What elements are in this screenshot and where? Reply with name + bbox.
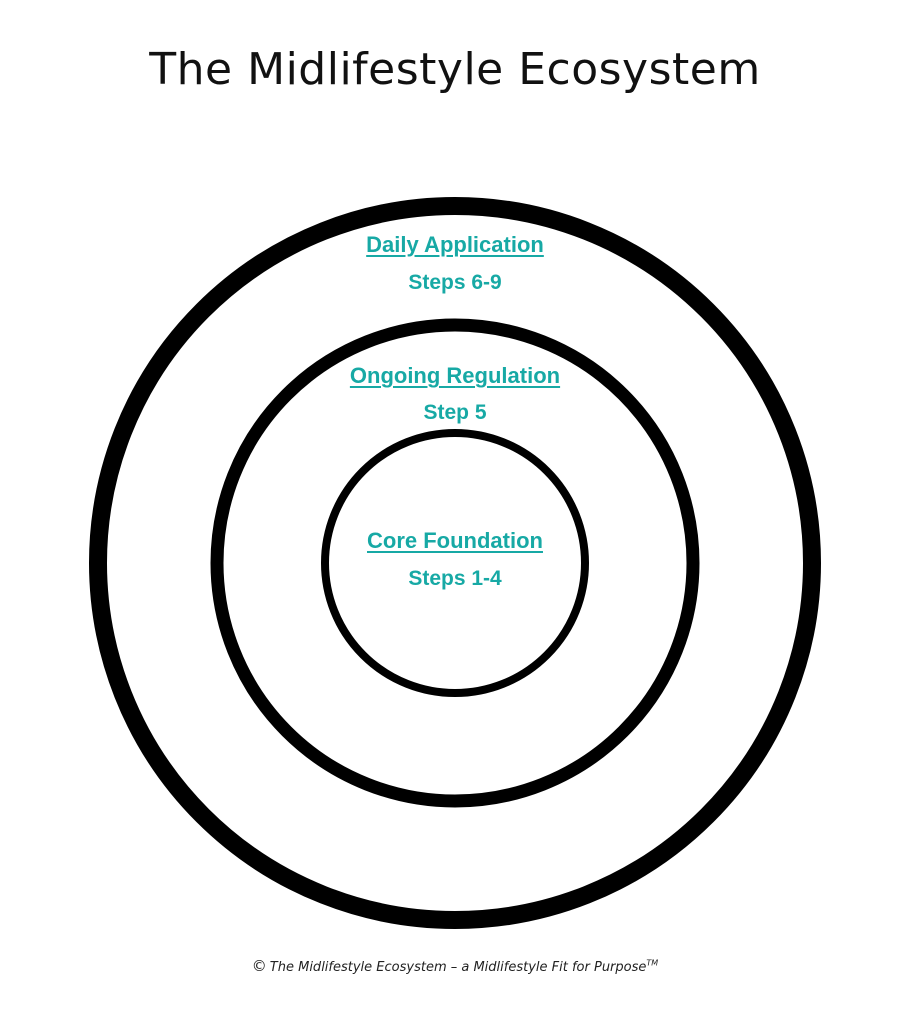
middle-ring bbox=[210, 318, 700, 808]
middle-ring-steps: Step 5 bbox=[423, 401, 487, 424]
inner-ring-title: Core Foundation bbox=[367, 528, 543, 553]
outer-ring-title: Daily Application bbox=[366, 232, 544, 257]
trademark-mark: TM bbox=[646, 958, 659, 968]
copyright-icon: © bbox=[251, 957, 267, 975]
middle-ring-title: Ongoing Regulation bbox=[349, 363, 561, 388]
inner-ring bbox=[321, 429, 589, 697]
page-title: The Midlifestyle Ecosystem bbox=[149, 44, 761, 95]
inner-ring-steps: Steps 1-4 bbox=[408, 567, 502, 590]
outer-ring bbox=[89, 197, 821, 929]
footer-credit: ©The Midlifestyle Ecosystem – a Midlifes… bbox=[0, 957, 910, 975]
outer-ring-steps: Steps 6-9 bbox=[408, 271, 502, 294]
footer-credit-text: The Midlifestyle Ecosystem – a Midlifest… bbox=[269, 960, 647, 975]
